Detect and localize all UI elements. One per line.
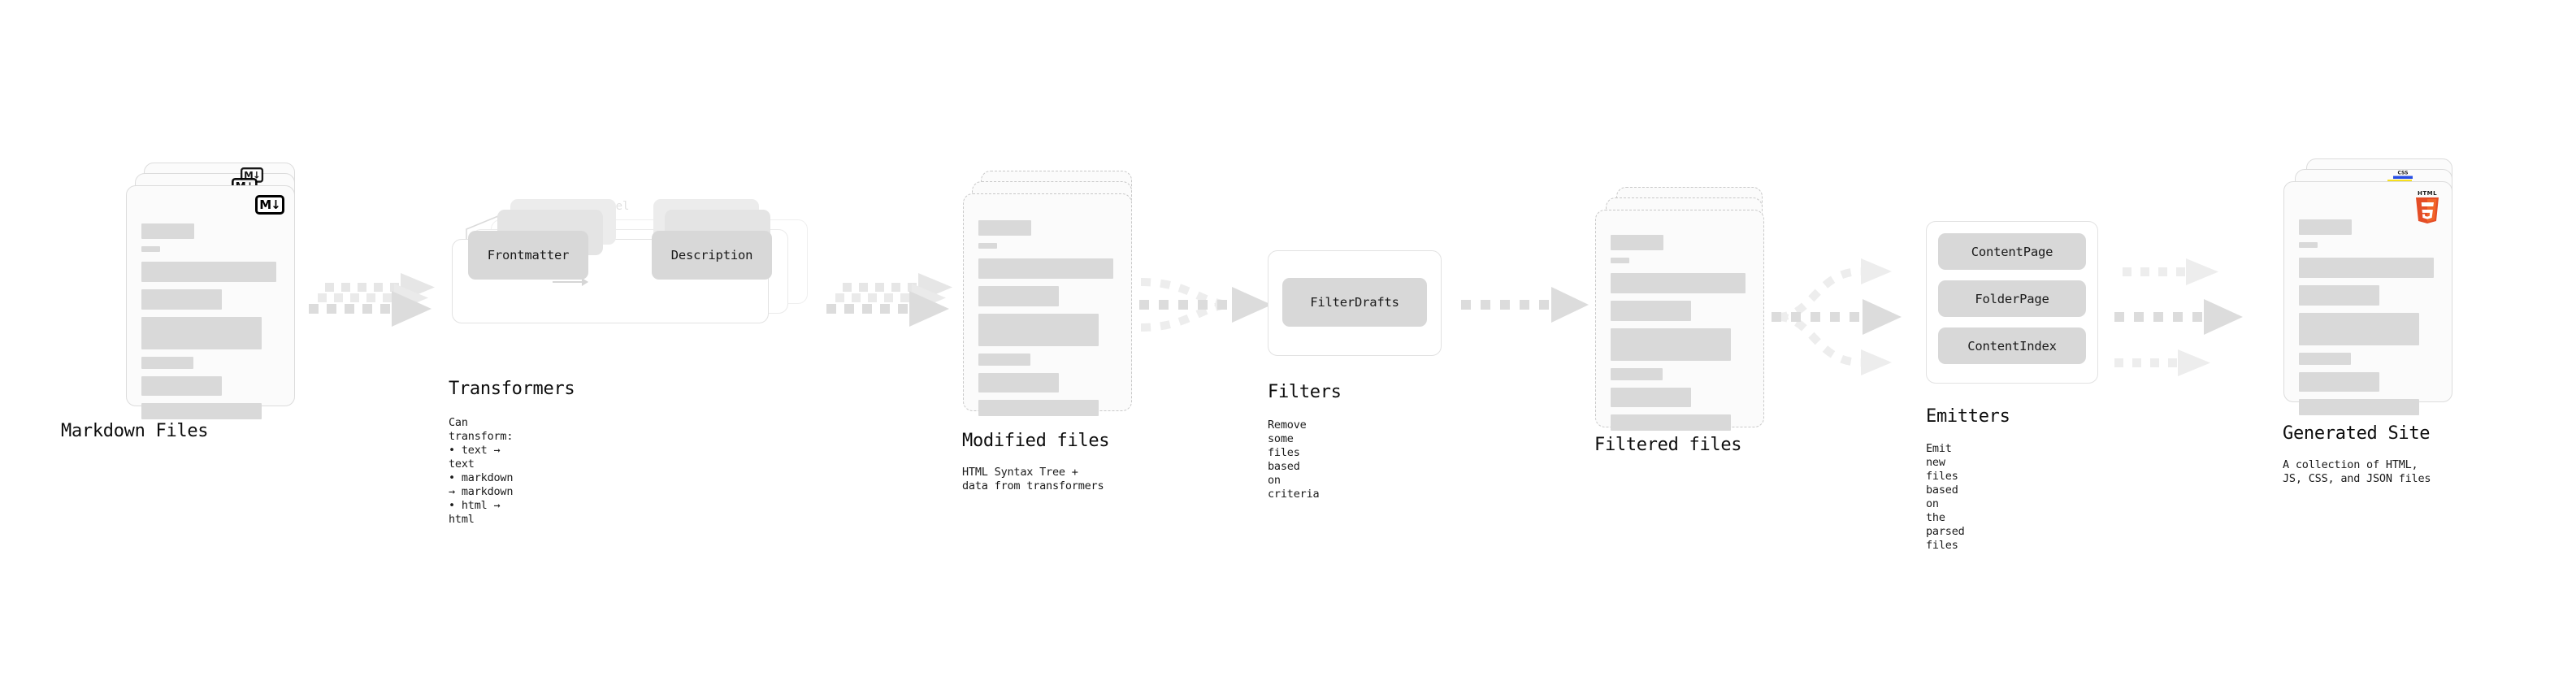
svg-text:CSS: CSS	[2398, 171, 2409, 176]
content-bar	[141, 317, 262, 349]
file-content-placeholder	[2299, 219, 2440, 423]
svg-text:HTML: HTML	[2418, 190, 2437, 197]
stage-markdown-files: M↓ M↓ M↓ Mark	[61, 163, 295, 441]
arrow-markdown-to-transformers	[309, 273, 435, 327]
arrow-emitters-to-generated-site	[2114, 258, 2243, 376]
arrow-filters-to-filtered	[1461, 287, 1589, 323]
content-bar	[2299, 219, 2352, 235]
content-bar	[1611, 368, 1663, 380]
arrow-filtered-to-emitters	[1772, 258, 1902, 375]
file-content-placeholder	[1611, 235, 1752, 438]
content-bar	[978, 243, 997, 249]
transformer-chip-frontmatter[interactable]: Frontmatter	[468, 231, 588, 280]
content-bar	[978, 314, 1099, 346]
content-bar	[1611, 328, 1731, 361]
markdown-icon-arrow: ↓	[271, 197, 281, 212]
markdown-icon-letter: M	[259, 197, 271, 212]
content-bar	[978, 258, 1113, 279]
chip-label: Frontmatter	[487, 248, 570, 262]
html5-icon: HTML	[2413, 189, 2442, 223]
modified-file-card	[963, 193, 1132, 416]
content-bar	[2299, 353, 2351, 365]
chip-label: FilterDrafts	[1310, 295, 1399, 310]
content-bar	[1611, 235, 1663, 250]
content-bar	[141, 376, 222, 396]
content-bar	[2299, 399, 2419, 415]
stage-filtered-files: Filtered files	[1594, 187, 1764, 455]
content-bar	[2299, 242, 2318, 248]
markdown-icon: M↓	[255, 195, 284, 215]
chip-label: FolderPage	[1975, 291, 2049, 306]
emitter-chip-contentpage[interactable]: ContentPage	[1938, 233, 2086, 270]
content-bar	[141, 357, 193, 369]
content-bar	[141, 403, 262, 419]
chip-label: ContentIndex	[1967, 338, 2057, 354]
file-content-placeholder	[978, 220, 1120, 423]
markdown-file-card: M↓	[126, 185, 295, 419]
content-bar	[1611, 258, 1629, 263]
content-bar	[2299, 285, 2379, 306]
generated-site-description: A collection of HTML, JS, CSS, and JSON …	[2283, 458, 2431, 485]
page-title-transformers: Transformers	[449, 379, 575, 399]
stage-modified-files: Modified files HTML Syntax Tree + data f…	[962, 171, 1132, 492]
content-bar	[1611, 414, 1731, 431]
content-bar	[2299, 372, 2379, 392]
content-bar	[2299, 258, 2434, 278]
markdown-icon-letter: M	[244, 168, 254, 180]
content-bar	[978, 354, 1030, 366]
filtered-file-stack	[1595, 187, 1764, 431]
content-bar	[978, 286, 1059, 306]
arrow-transformers-to-modified	[826, 273, 952, 327]
page-title-filtered-files: Filtered files	[1594, 435, 1742, 455]
content-bar	[1611, 273, 1746, 293]
chip-label: Description	[670, 248, 753, 262]
stage-generated-site: CSS HTML	[2283, 158, 2452, 485]
transformer-chip-description[interactable]: Description	[652, 231, 772, 280]
generated-site-card: HTML	[2283, 181, 2452, 415]
filters-description: Remove some files based on criteria	[1268, 419, 1320, 501]
file-content-placeholder	[141, 223, 283, 427]
emitters-description: Emit new files based on the parsed files	[1926, 442, 1965, 552]
content-bar	[141, 223, 194, 239]
page-title-emitters: Emitters	[1926, 406, 2010, 427]
css-icon: CSS	[2393, 168, 2413, 179]
arrow-modified-to-filters	[1139, 278, 1272, 332]
page-title-generated-site: Generated Site	[2283, 423, 2431, 444]
content-bar	[1611, 388, 1691, 407]
markdown-icon-arrow: ↓	[252, 168, 261, 180]
content-bar	[141, 289, 222, 310]
markdown-file-stack: M↓ M↓ M↓	[126, 163, 295, 419]
content-bar	[978, 400, 1099, 416]
modified-files-description: HTML Syntax Tree + data from transformer…	[962, 466, 1104, 492]
page-title-markdown-files: Markdown Files	[61, 421, 209, 441]
content-bar	[2299, 313, 2419, 345]
chip-label: ContentPage	[1971, 244, 2053, 259]
emitter-chip-contentindex[interactable]: ContentIndex	[1938, 327, 2086, 364]
content-bar	[141, 262, 276, 282]
content-bar	[978, 373, 1059, 393]
filtered-file-card	[1595, 210, 1764, 431]
page-title-modified-files: Modified files	[962, 431, 1110, 451]
transformers-description: Can transform: • text → text • markdown …	[449, 416, 514, 526]
page-title-filters: Filters	[1268, 382, 1342, 402]
generated-site-stack: CSS HTML	[2283, 158, 2452, 415]
content-bar	[1611, 301, 1691, 321]
emitter-chip-folderpage[interactable]: FolderPage	[1938, 280, 2086, 317]
content-bar	[978, 220, 1031, 236]
css-icon-glyph: CSS	[2393, 171, 2413, 179]
content-bar	[141, 246, 160, 252]
filter-chip-filterdrafts[interactable]: FilterDrafts	[1282, 278, 1427, 327]
html5-icon-glyph: HTML	[2416, 190, 2439, 223]
modified-file-stack	[963, 171, 1132, 416]
